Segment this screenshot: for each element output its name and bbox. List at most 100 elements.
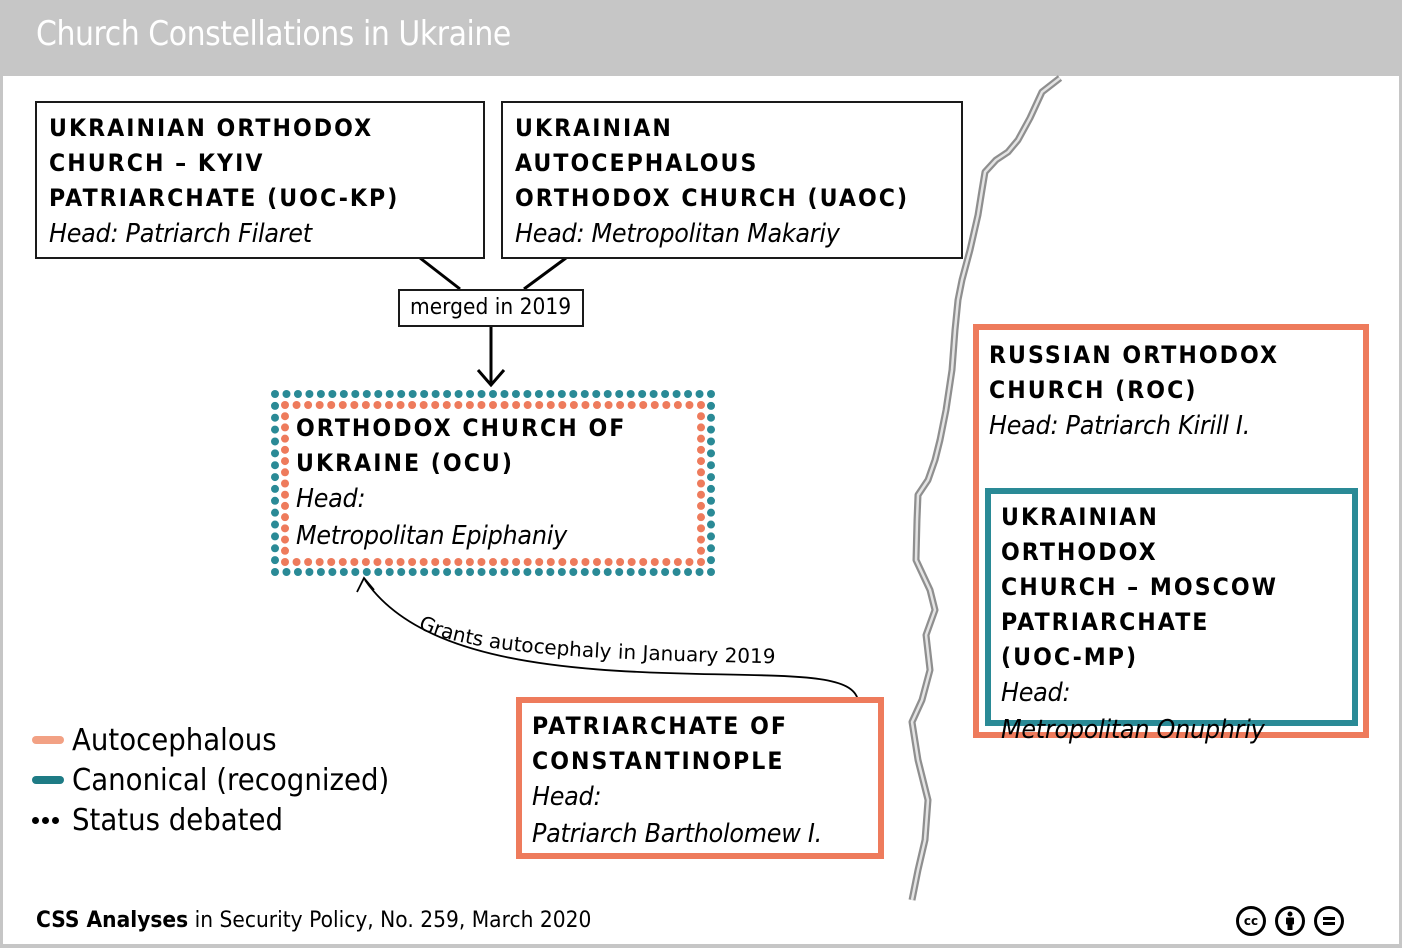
border-dot bbox=[385, 390, 394, 398]
border-dot bbox=[292, 558, 301, 566]
border-dot bbox=[477, 401, 486, 409]
border-dot bbox=[397, 390, 406, 398]
border-dot bbox=[697, 412, 705, 421]
border-dot bbox=[454, 568, 463, 576]
border-dot bbox=[569, 401, 578, 409]
border-dot bbox=[626, 390, 635, 398]
border-dot bbox=[500, 401, 509, 409]
border-dot bbox=[627, 558, 636, 566]
border-dot bbox=[477, 390, 486, 398]
church-name: RUSSIAN ORTHODOX CHURCH (ROC) bbox=[989, 341, 1280, 404]
border-dot bbox=[271, 390, 279, 398]
border-dot bbox=[697, 401, 705, 409]
border-dot bbox=[396, 558, 405, 566]
border-dot bbox=[616, 558, 625, 566]
border-dot bbox=[546, 401, 555, 409]
church-box-ocu: ORTHODOX CHURCH OF UKRAINE (OCU) Head: M… bbox=[272, 391, 714, 575]
border-dot bbox=[281, 468, 289, 477]
border-dot bbox=[650, 401, 659, 409]
border-dot bbox=[581, 401, 590, 409]
border-dot bbox=[697, 457, 705, 466]
border-dot bbox=[315, 401, 324, 409]
border-dot bbox=[627, 401, 636, 409]
border-dot bbox=[707, 425, 715, 434]
no-derivatives-icon[interactable] bbox=[1314, 906, 1344, 936]
border-dot bbox=[281, 501, 289, 510]
border-dot bbox=[697, 445, 705, 454]
church-head: Head: Metropolitan Onuphriy bbox=[1001, 678, 1265, 745]
border-dot bbox=[558, 401, 567, 409]
border-dot bbox=[271, 508, 279, 517]
border-dot bbox=[385, 568, 394, 576]
border-dot bbox=[523, 558, 532, 566]
border-dot bbox=[697, 468, 705, 477]
border-dot bbox=[271, 473, 279, 482]
border-dot bbox=[271, 425, 279, 434]
border-dot bbox=[489, 390, 497, 398]
border-dot bbox=[603, 390, 612, 398]
border-dot bbox=[281, 546, 289, 555]
border-dot bbox=[282, 568, 291, 576]
border-dot bbox=[500, 568, 509, 576]
attribution-icon[interactable] bbox=[1275, 906, 1305, 936]
border-dot bbox=[662, 401, 671, 409]
legend: Autocephalous Canonical (recognized) Sta… bbox=[32, 720, 417, 840]
border-dot bbox=[271, 461, 279, 470]
grant-label: Grants autocephaly in January 2019 bbox=[416, 611, 776, 669]
border-dot bbox=[697, 479, 705, 488]
border-dot bbox=[328, 568, 337, 576]
equals-glyph bbox=[1323, 917, 1335, 925]
merge-arrow-head bbox=[476, 369, 506, 388]
border-dot bbox=[373, 401, 382, 409]
border-dot bbox=[511, 568, 520, 576]
legend-label: Status debated bbox=[72, 802, 283, 838]
border-dot bbox=[350, 401, 359, 409]
border-dot bbox=[477, 558, 486, 566]
border-dot bbox=[546, 568, 555, 576]
border-dot bbox=[466, 390, 475, 398]
border-dot bbox=[626, 568, 635, 576]
church-head: Head: Patriarch Bartholomew I. bbox=[532, 782, 822, 849]
border-dot bbox=[443, 390, 452, 398]
border-dot bbox=[281, 401, 289, 409]
border-dot bbox=[362, 390, 371, 398]
cc-icon[interactable]: cc bbox=[1236, 906, 1266, 936]
border-dot bbox=[592, 390, 601, 398]
border-dot bbox=[639, 558, 648, 566]
border-dot bbox=[661, 568, 670, 576]
border-dot bbox=[271, 449, 279, 458]
grant-arrow-head bbox=[356, 576, 375, 593]
divider-crack-highlight bbox=[910, 77, 1061, 901]
border-dot bbox=[695, 568, 704, 576]
footer-citation-text: in Security Policy, No. 259, March 2020 bbox=[188, 908, 592, 933]
border-dot bbox=[638, 568, 647, 576]
border-dot bbox=[431, 390, 440, 398]
border-dot bbox=[593, 558, 601, 566]
border-dot bbox=[489, 558, 497, 566]
border-dot bbox=[351, 568, 360, 576]
border-dot bbox=[649, 390, 658, 398]
border-dot bbox=[684, 390, 693, 398]
border-dot bbox=[592, 568, 601, 576]
border-dot bbox=[281, 535, 289, 544]
border-dot bbox=[697, 546, 705, 555]
border-dot bbox=[350, 558, 359, 566]
border-dot bbox=[512, 401, 521, 409]
border-dot bbox=[707, 413, 715, 422]
border-dot bbox=[697, 501, 705, 510]
border-dot bbox=[374, 568, 383, 576]
border-dot bbox=[328, 390, 337, 398]
border-dot bbox=[581, 558, 590, 566]
border-dot bbox=[489, 568, 497, 576]
merge-label: merged in 2019 bbox=[398, 289, 584, 327]
cc-glyph: cc bbox=[1243, 914, 1259, 928]
border-dot bbox=[361, 401, 370, 409]
grant-arrow bbox=[364, 579, 859, 701]
border-dot bbox=[604, 401, 613, 409]
border-dot bbox=[271, 401, 279, 410]
border-dot bbox=[662, 558, 671, 566]
border-dot bbox=[431, 401, 440, 409]
border-dot bbox=[534, 568, 543, 576]
legend-label: Canonical (recognized) bbox=[72, 762, 390, 798]
